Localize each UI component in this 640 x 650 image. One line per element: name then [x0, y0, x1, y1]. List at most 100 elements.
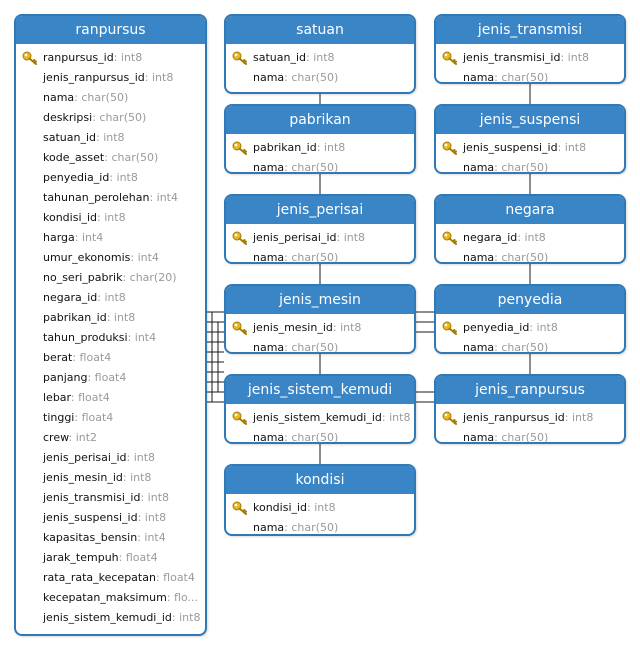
table-column[interactable]: jenis_perisai_id: int8	[43, 451, 156, 464]
primary-key-column[interactable]: kondisi_id: int8	[226, 498, 414, 518]
table-column[interactable]: nama: char(50)	[463, 71, 549, 84]
table-column[interactable]: nama: char(50)	[463, 161, 549, 174]
column-name: jenis_sistem_kemudi_id	[43, 611, 172, 624]
table-column[interactable]: crew: int2	[43, 431, 98, 444]
column-type: int8	[179, 611, 201, 624]
column-type: float4	[125, 551, 158, 564]
column-name: jenis_transmisi_id	[43, 491, 141, 504]
table-column[interactable]: nama: char(50)	[463, 431, 549, 444]
table-column[interactable]: nama: char(50)	[253, 431, 339, 444]
table-column[interactable]: kode_asset: char(50)	[43, 151, 159, 164]
table-column[interactable]: kondisi_id: int8	[43, 211, 126, 224]
table-column[interactable]: rata_rata_kecepatan: float4	[43, 571, 195, 584]
table-column[interactable]: penyedia_id: int8	[43, 171, 138, 184]
column-type: float4	[163, 571, 195, 584]
table-column[interactable]: harga: int4	[43, 231, 104, 244]
table-column[interactable]: jenis_suspensi_id: int8	[43, 511, 167, 524]
table-column[interactable]: kecepatan_maksimum: flo...	[43, 591, 198, 604]
column-type: int8	[323, 141, 346, 154]
table-column[interactable]: nama: char(50)	[253, 341, 339, 354]
table-column[interactable]: jarak_tempuh: float4	[43, 551, 158, 564]
table-column[interactable]: satuan_id: int8	[43, 131, 125, 144]
table-title: jenis_transmisi	[436, 16, 624, 44]
primary-key-column[interactable]: ranpursus_id: int8	[16, 48, 205, 68]
column-type: int8	[313, 51, 335, 64]
table-column[interactable]: nama: char(50)	[463, 251, 549, 264]
column-type: char(50)	[291, 431, 339, 444]
table-column[interactable]: negara_id: int8	[43, 291, 126, 304]
primary-key-column[interactable]: penyedia_id: int8	[436, 318, 624, 338]
table-column[interactable]: jenis_mesin_id: int8	[43, 471, 152, 484]
table-column[interactable]: jenis_sistem_kemudi_id: int8	[43, 611, 201, 624]
column-type: char(20)	[129, 271, 177, 284]
column-list: kondisi_id: int8 nama: char(50)	[226, 494, 414, 534]
column-type: char(50)	[81, 91, 129, 104]
table-jenis-ranpursus[interactable]: jenis_ranpursus jenis_ranpursus_id: int8 n…	[434, 374, 626, 444]
column-name: jenis_ranpursus_id	[43, 71, 145, 84]
key-icon	[232, 321, 247, 335]
column-list: negara_id: int8 nama: char(50)	[436, 224, 624, 264]
column-name: nama	[463, 161, 495, 174]
column-type: int8	[144, 511, 167, 524]
primary-key-column[interactable]: satuan_id: int8	[226, 48, 414, 68]
primary-key-column[interactable]: jenis_mesin_id: int8	[226, 318, 414, 338]
table-title: jenis_ranpursus	[436, 376, 624, 404]
table-column[interactable]: nama: char(50)	[253, 251, 339, 264]
table-kondisi[interactable]: kondisi kondisi_id: int8 nama: char(50)	[224, 464, 416, 536]
table-column[interactable]: nama: char(50)	[43, 91, 129, 104]
primary-key-column[interactable]: negara_id: int8	[436, 228, 624, 248]
table-column[interactable]: nama: char(50)	[253, 161, 339, 174]
table-column[interactable]: no_seri_pabrik: char(20)	[43, 271, 177, 284]
table-column[interactable]: panjang: float4	[43, 371, 127, 384]
key-icon	[442, 411, 457, 425]
key-icon	[22, 51, 37, 65]
table-column[interactable]: nama: char(50)	[253, 71, 339, 84]
primary-key-column[interactable]: jenis_transmisi_id: int8	[436, 48, 624, 68]
column-list: jenis_sistem_kemudi_id: int8 nama: char(5…	[226, 404, 414, 444]
table-column[interactable]: tahun_produksi: int4	[43, 331, 157, 344]
key-icon	[232, 231, 247, 245]
table-column[interactable]: kapasitas_bensin: int4	[43, 531, 166, 544]
column-name: jenis_mesin_id	[43, 471, 123, 484]
table-column[interactable]: jenis_ranpursus_id: int8	[43, 71, 174, 84]
primary-key-column[interactable]: jenis_ranpursus_id: int8	[436, 408, 624, 428]
table-column[interactable]: jenis_transmisi_id: int8	[43, 491, 170, 504]
table-title: kondisi	[226, 466, 414, 494]
table-column[interactable]: lebar: float4	[43, 391, 110, 404]
column-type: int4	[137, 251, 159, 264]
column-type: int8	[103, 131, 125, 144]
primary-key-column[interactable]: jenis_sistem_kemudi_id: int8	[226, 408, 414, 428]
table-column[interactable]: pabrikan_id: int8	[43, 311, 136, 324]
column-name: jenis_suspensi_id	[463, 141, 558, 154]
table-jenis-mesin[interactable]: jenis_mesin jenis_mesin_id: int8 nama: cha…	[224, 284, 416, 354]
table-column[interactable]: umur_ekonomis: int4	[43, 251, 159, 264]
table-column[interactable]: nama: char(50)	[463, 341, 549, 354]
primary-key-column[interactable]: jenis_suspensi_id: int8	[436, 138, 624, 158]
column-type: int8	[340, 321, 362, 334]
table-title: jenis_mesin	[226, 286, 414, 314]
table-column[interactable]: tinggi: float4	[43, 411, 114, 424]
table-column[interactable]: deskripsi: char(50)	[43, 111, 147, 124]
primary-key-column[interactable]: pabrikan_id: int8	[226, 138, 414, 158]
table-column[interactable]: berat: float4	[43, 351, 112, 364]
column-name: jenis_perisai_id	[253, 231, 337, 244]
key-icon	[442, 231, 457, 245]
primary-key-column[interactable]: jenis_perisai_id: int8	[226, 228, 414, 248]
table-jenis-transmisi[interactable]: jenis_transmisi jenis_transmisi_id: int8 n…	[434, 14, 626, 84]
column-name: harga	[43, 231, 75, 244]
column-name: nama	[253, 341, 285, 354]
table-column[interactable]: nama: char(50)	[253, 521, 339, 534]
column-name: crew	[43, 431, 69, 444]
column-list: penyedia_id: int8 nama: char(50)	[436, 314, 624, 354]
column-name: jenis_transmisi_id	[463, 51, 561, 64]
table-column[interactable]: tahunan_perolehan: int4	[43, 191, 178, 204]
